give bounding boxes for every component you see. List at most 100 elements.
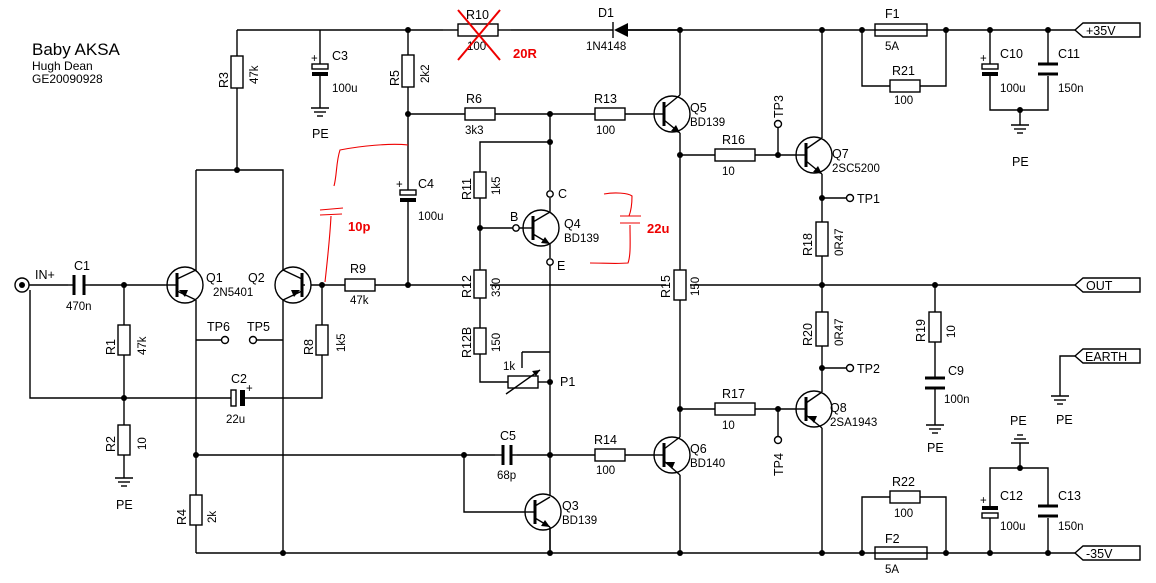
svg-text:1N4148: 1N4148 — [586, 41, 626, 53]
svg-text:1k5: 1k5 — [491, 176, 503, 195]
q4-cap-annotation: 22u — [647, 221, 669, 236]
capacitor-C9: C9 100n — [925, 364, 970, 406]
resistor-R19: R19 10 — [914, 311, 958, 343]
svg-text:R10: R10 — [466, 8, 489, 22]
svg-text:-35V: -35V — [1086, 547, 1113, 561]
handdrawn-markup: 10p 22u — [319, 143, 669, 283]
svg-text:100: 100 — [894, 508, 913, 520]
transistor-Q7: Q7 2SC5200 — [795, 136, 880, 175]
svg-text:R20: R20 — [801, 323, 815, 346]
svg-text:+: + — [980, 53, 987, 65]
diode-D1: D1 1N4148 — [586, 6, 680, 53]
pin-label-b: B — [510, 210, 518, 224]
resistor-R10: R10 100 20R — [443, 8, 537, 61]
pin-label-e: E — [557, 259, 565, 273]
svg-text:C2: C2 — [231, 372, 247, 386]
svg-text:F2: F2 — [885, 532, 900, 546]
svg-text:PE: PE — [1056, 413, 1073, 427]
svg-text:TP1: TP1 — [857, 192, 880, 206]
svg-text:+: + — [396, 179, 403, 191]
svg-text:2SA1943: 2SA1943 — [830, 417, 877, 429]
svg-text:R1: R1 — [104, 339, 118, 355]
svg-text:2N5401: 2N5401 — [213, 287, 253, 299]
port-earth: EARTH — [1073, 348, 1141, 364]
svg-text:100: 100 — [894, 95, 913, 107]
svg-text:P1: P1 — [560, 375, 575, 389]
resistor-R8: R8 1k5 — [302, 324, 348, 356]
svg-text:TP6: TP6 — [207, 320, 230, 334]
capacitor-C12: + C12 100u — [980, 489, 1026, 533]
svg-text:150n: 150n — [1058, 83, 1084, 95]
transistor-Q8: Q8 2SA1943 — [795, 390, 877, 429]
svg-text:100u: 100u — [1000, 83, 1026, 95]
svg-text:47k: 47k — [249, 65, 261, 84]
svg-text:2k2: 2k2 — [420, 64, 432, 83]
capacitor-C10: + C10 100u — [980, 47, 1026, 95]
resistor-R21: R21 100 — [889, 64, 921, 107]
ground-C12: PE — [1010, 414, 1029, 444]
svg-text:2SC5200: 2SC5200 — [832, 163, 880, 175]
svg-text:C4: C4 — [418, 177, 434, 191]
svg-text:150: 150 — [491, 333, 503, 352]
svg-text:R16: R16 — [722, 133, 745, 147]
ground-R2: PE — [115, 477, 133, 512]
svg-text:150n: 150n — [1058, 521, 1084, 533]
title-block: Baby AKSA Hugh Dean GE20090928 — [32, 40, 121, 86]
svg-text:+35V: +35V — [1086, 24, 1116, 38]
ground-earth: PE — [1051, 395, 1073, 427]
schematic-code: GE20090928 — [32, 72, 103, 86]
svg-text:1k: 1k — [503, 361, 515, 373]
svg-text:10: 10 — [722, 166, 735, 178]
svg-text:R9: R9 — [350, 262, 366, 276]
svg-text:R15: R15 — [659, 275, 673, 298]
resistor-R14: R14 100 — [594, 433, 626, 477]
potentiometer-P1: 1k P1 — [503, 361, 575, 395]
svg-text:R4: R4 — [175, 509, 189, 525]
svg-text:EARTH: EARTH — [1085, 350, 1127, 364]
resistor-R1: R1 47k — [104, 324, 149, 356]
svg-text:+: + — [311, 53, 318, 65]
testpoint-TP6: TP6 — [196, 320, 230, 345]
svg-text:Q3: Q3 — [562, 499, 579, 513]
svg-text:10: 10 — [946, 325, 958, 338]
svg-text:22u: 22u — [226, 414, 245, 426]
svg-text:TP3: TP3 — [772, 95, 786, 118]
resistor-R12B: R12B 150 — [460, 327, 503, 358]
capacitor-C3: + C3 100u — [311, 49, 358, 95]
svg-text:100: 100 — [596, 125, 615, 137]
port-input: IN+ — [14, 268, 55, 293]
transistor-Q1: Q1 2N5401 — [165, 266, 253, 304]
ground-C9: PE — [926, 424, 944, 455]
port-pos-rail: +35V — [1073, 22, 1141, 38]
transistor-Q4: Q4 BD139 C B E — [510, 187, 599, 273]
svg-text:PE: PE — [116, 498, 133, 512]
capacitor-C2: + C2 22u — [226, 372, 253, 426]
svg-text:R22: R22 — [892, 475, 915, 489]
svg-text:R5: R5 — [388, 70, 402, 86]
svg-text:C12: C12 — [1000, 489, 1023, 503]
port-output: OUT — [1073, 277, 1141, 293]
svg-text:330: 330 — [491, 278, 503, 297]
svg-text:470n: 470n — [66, 301, 92, 313]
svg-text:0R47: 0R47 — [834, 229, 846, 257]
svg-text:100u: 100u — [332, 83, 358, 95]
schematic-author: Hugh Dean — [32, 59, 93, 73]
transistor-Q2: Q2 — [248, 266, 312, 304]
svg-text:R18: R18 — [801, 233, 815, 256]
ground-C3: PE — [311, 107, 329, 141]
svg-text:R2: R2 — [104, 436, 118, 452]
svg-text:R6: R6 — [466, 92, 482, 106]
capacitor-C1: C1 470n — [66, 259, 92, 313]
svg-text:Q4: Q4 — [564, 217, 581, 231]
svg-text:BD140: BD140 — [690, 458, 725, 470]
resistor-R15: R15 150 — [659, 269, 702, 301]
testpoint-TP5: TP5 — [247, 320, 283, 345]
resistor-R20: R20 0R47 — [801, 311, 846, 347]
svg-text:+: + — [246, 383, 253, 395]
svg-text:100n: 100n — [944, 394, 970, 406]
svg-text:Q7: Q7 — [832, 147, 849, 161]
transistor-Q6: Q6 BD140 — [653, 436, 725, 476]
svg-text:R12B: R12B — [460, 327, 474, 358]
resistor-R13: R13 100 — [594, 92, 626, 137]
svg-text:Q1: Q1 — [206, 271, 223, 285]
